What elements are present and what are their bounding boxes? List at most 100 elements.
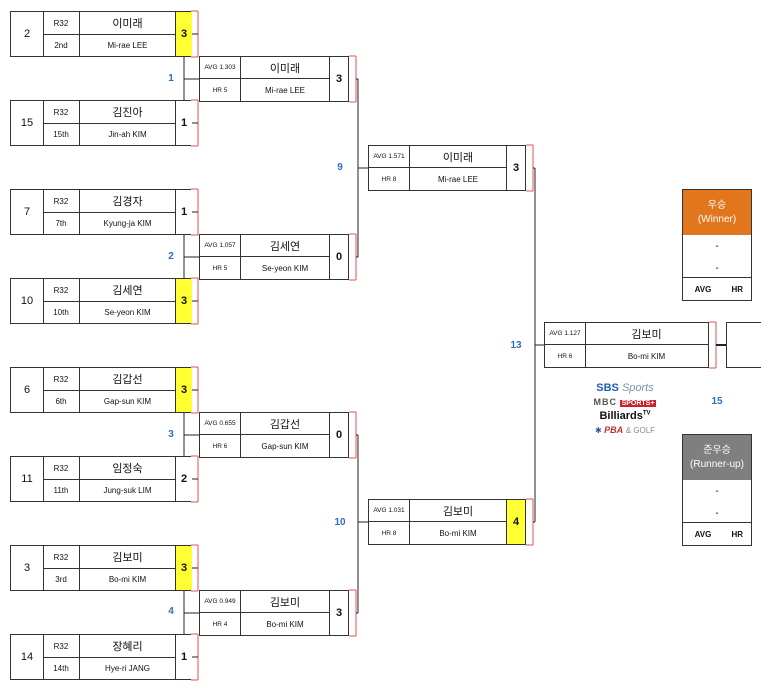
avg-value: AVG 1.031 — [369, 500, 409, 522]
pba-golf-text: & GOLF — [625, 426, 656, 435]
player-name-eng: Gap-sun KIM — [261, 441, 309, 451]
match-number-15: 15 — [711, 396, 723, 407]
rank-label: 2nd — [43, 34, 80, 56]
runnerup-footer: AVG HR — [683, 522, 751, 545]
winner-footer: AVG HR — [683, 277, 751, 300]
player-name-kor: 김세연 — [240, 235, 330, 257]
score-cell: 4 — [506, 500, 525, 544]
winner-hr-label: HR — [731, 284, 743, 294]
billiards-tv-text: TV — [642, 410, 651, 417]
seed-number: 10 — [11, 279, 44, 323]
player-name-eng: Kyung-ja KIM — [103, 218, 152, 228]
r1-match-box-2: 15 R32 김진아 15th Jin-ah KIM 1 — [10, 100, 192, 146]
sbs-sports-logo: SBS Sports — [585, 382, 665, 394]
player-name-kor: 임정숙 — [112, 463, 143, 475]
player-name-kor: 김보미 — [112, 552, 143, 564]
player-name-kor: 김세연 — [112, 285, 143, 297]
player-name-eng: Hye-ri JANG — [105, 663, 150, 673]
hr-value: HR 6 — [557, 352, 573, 360]
player-name-kor: 이미래 — [112, 18, 143, 30]
avg-value: AVG 1.571 — [369, 146, 409, 168]
winner-title-eng: (Winner) — [697, 213, 737, 225]
player-name-kor: 이미래 — [240, 57, 330, 79]
player-name-kor: 김보미 — [585, 323, 708, 345]
player-name-eng: Mi-rae LEE — [264, 85, 305, 95]
player-name-eng: Bo-mi KIM — [627, 351, 666, 361]
round-label: R32 — [43, 635, 80, 657]
sbs-sports-text: Sports — [621, 382, 654, 394]
score-cell: 1 — [175, 635, 192, 679]
final-opponent-box — [726, 322, 761, 368]
seed-number: 14 — [11, 635, 44, 679]
winner-box: 우승 (Winner) - - AVG HR — [682, 189, 752, 301]
score-cell: 0 — [329, 413, 348, 457]
mbc-sports-text: SPORTS+ — [619, 400, 657, 407]
player-name-eng: Se-yeon KIM — [261, 263, 309, 273]
hr-value: HR 5 — [212, 264, 228, 272]
match-number-2: 2 — [168, 251, 174, 262]
pba-golf-logo: ✱ PBA & GOLF — [585, 425, 665, 435]
round-label: R32 — [43, 190, 80, 212]
runnerup-header: 준우승 (Runner-up) — [683, 435, 751, 480]
qf-match-box-4: AVG 0.949 HR 4 김보미 Bo-mi KIM 3 — [199, 590, 349, 636]
match-number-9: 9 — [337, 162, 343, 173]
winner-title-kor: 우승 — [707, 199, 727, 211]
round-label: R32 — [43, 12, 80, 34]
player-name-kor: 김갑선 — [112, 374, 143, 386]
player-name-kor: 김보미 — [240, 591, 330, 613]
player-name-kor: 김진아 — [112, 107, 143, 119]
score-cell: 0 — [329, 235, 348, 279]
round-label: R32 — [43, 101, 80, 123]
avg-value: AVG 0.655 — [200, 413, 240, 435]
avg-value: AVG 0.949 — [200, 591, 240, 613]
player-name-kor: 장혜리 — [112, 641, 143, 653]
player-name-eng: Jin-ah KIM — [108, 129, 147, 139]
rank-label: 11th — [43, 479, 80, 501]
match-number-3: 3 — [168, 429, 174, 440]
match-number-1: 1 — [168, 73, 174, 84]
score-cell: 3 — [506, 146, 525, 190]
billiards-tv-logo: BilliardsTV — [585, 410, 665, 422]
score-cell: 3 — [329, 57, 348, 101]
score-cell: 3 — [175, 546, 192, 590]
player-name-kor: 김경자 — [112, 196, 143, 208]
player-name-eng: Bo-mi KIM — [266, 619, 304, 629]
rank-label: 15th — [43, 123, 80, 145]
player-name-kor: 이미래 — [409, 146, 507, 168]
runnerup-box: 준우승 (Runner-up) - - AVG HR — [682, 434, 752, 546]
seed-number: 2 — [11, 12, 44, 56]
player-name-eng: Bo-mi KIM — [108, 574, 147, 584]
player-name-kor: 김갑선 — [240, 413, 330, 435]
score-cell: 3 — [175, 279, 192, 323]
player-name-eng: Mi-rae LEE — [437, 174, 478, 184]
winner-avg-label: AVG — [694, 284, 712, 294]
seed-number: 7 — [11, 190, 44, 234]
hr-value: HR 5 — [212, 86, 228, 94]
rank-label: 10th — [43, 301, 80, 323]
seed-number: 6 — [11, 368, 44, 412]
match-number-10: 10 — [334, 517, 346, 528]
rank-label: 7th — [43, 212, 80, 234]
runnerup-avg-label: AVG — [694, 529, 712, 539]
player-name-kor: 김보미 — [409, 500, 507, 522]
score-cell: 1 — [175, 101, 192, 145]
player-name-eng: Bo-mi KIM — [439, 528, 477, 538]
score-cell: 3 — [329, 591, 348, 635]
player-name-eng: Se-yeon KIM — [104, 307, 151, 317]
seed-number: 15 — [11, 101, 44, 145]
runnerup-title-kor: 준우승 — [703, 444, 731, 456]
runnerup-line-1: - — [715, 485, 719, 497]
runnerup-line-2: - — [715, 507, 719, 519]
sbs-logo-text: SBS — [596, 382, 619, 394]
hr-value: HR 4 — [212, 620, 228, 628]
score-cell: 3 — [175, 12, 192, 56]
